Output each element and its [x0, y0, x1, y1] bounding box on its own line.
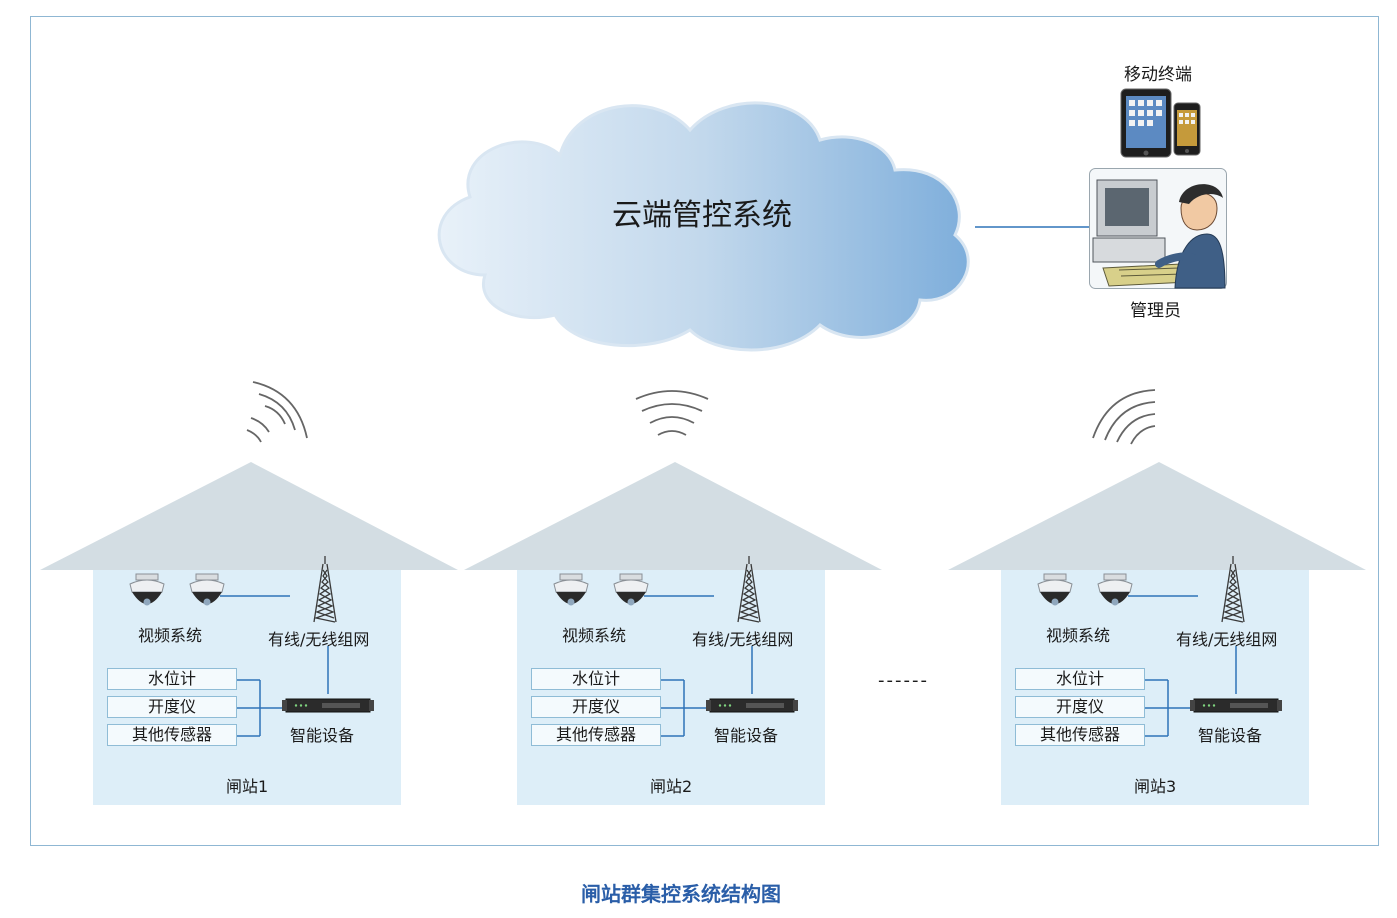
smart-device-label: 智能设备	[290, 726, 355, 745]
ellipsis: ------	[878, 670, 929, 691]
cloud-icon	[437, 101, 970, 352]
dome-camera-icon	[189, 573, 225, 606]
admin-label: 管理员	[1130, 301, 1181, 321]
station-group: 视频系统 有线/无线组网 水位计 开度仪 其他传感器 智能设备 闸站2	[424, 0, 904, 820]
station-group: 视频系统 有线/无线组网 水位计 开度仪 其他传感器 智能设备 闸站1	[0, 0, 480, 820]
network-label: 有线/无线组网	[692, 630, 794, 649]
router-icon	[282, 698, 374, 713]
antenna-tower-icon	[313, 556, 337, 623]
network-label: 有线/无线组网	[1176, 630, 1278, 649]
dome-camera-icon	[1097, 573, 1133, 606]
wireless-signal-icon	[246, 381, 308, 443]
sensor-water-level: 水位计	[1015, 668, 1145, 690]
video-system-label: 视频系统	[138, 626, 203, 645]
sensor-water-level: 水位计	[107, 668, 237, 690]
station-name: 闸站1	[226, 777, 269, 796]
wireless-signal-icon	[635, 390, 709, 436]
sensor-gate-opening: 开度仪	[107, 696, 237, 718]
router-icon	[706, 698, 798, 713]
station-name: 闸站2	[650, 777, 693, 796]
video-system-label: 视频系统	[1046, 626, 1111, 645]
antenna-tower-icon	[1221, 556, 1245, 623]
station-house-icon	[948, 462, 1366, 805]
operator-icon	[1089, 168, 1227, 289]
sensor-other: 其他传感器	[1015, 724, 1145, 746]
tablet-icon	[1120, 88, 1172, 158]
video-system-label: 视频系统	[562, 626, 627, 645]
station-name: 闸站3	[1134, 777, 1177, 796]
dome-camera-icon	[553, 573, 589, 606]
station-links	[644, 595, 753, 737]
diagram-frame	[30, 16, 1379, 846]
network-label: 有线/无线组网	[268, 630, 370, 649]
dome-camera-icon	[613, 573, 649, 606]
sensor-gate-opening: 开度仪	[531, 696, 661, 718]
sensor-gate-opening: 开度仪	[1015, 696, 1145, 718]
sensor-other: 其他传感器	[531, 724, 661, 746]
dome-camera-icon	[1037, 573, 1073, 606]
phone-icon	[1173, 102, 1201, 156]
cloud-label: 云端管控系统	[612, 198, 792, 233]
antenna-tower-icon	[737, 556, 761, 623]
mobile-label: 移动终端	[1124, 65, 1192, 85]
smart-device-label: 智能设备	[714, 726, 779, 745]
sensor-water-level: 水位计	[531, 668, 661, 690]
smart-device-label: 智能设备	[1198, 726, 1263, 745]
diagram-caption: 闸站群集控系统结构图	[581, 882, 781, 906]
wireless-signal-icon	[1092, 389, 1156, 445]
dome-camera-icon	[129, 573, 165, 606]
station-links	[220, 595, 329, 737]
cloud-admin-link	[975, 226, 1092, 228]
station-links	[1128, 595, 1237, 737]
sensor-other: 其他传感器	[107, 724, 237, 746]
router-icon	[1190, 698, 1282, 713]
station-group: 视频系统 有线/无线组网 水位计 开度仪 其他传感器 智能设备 闸站3	[908, 0, 1388, 820]
